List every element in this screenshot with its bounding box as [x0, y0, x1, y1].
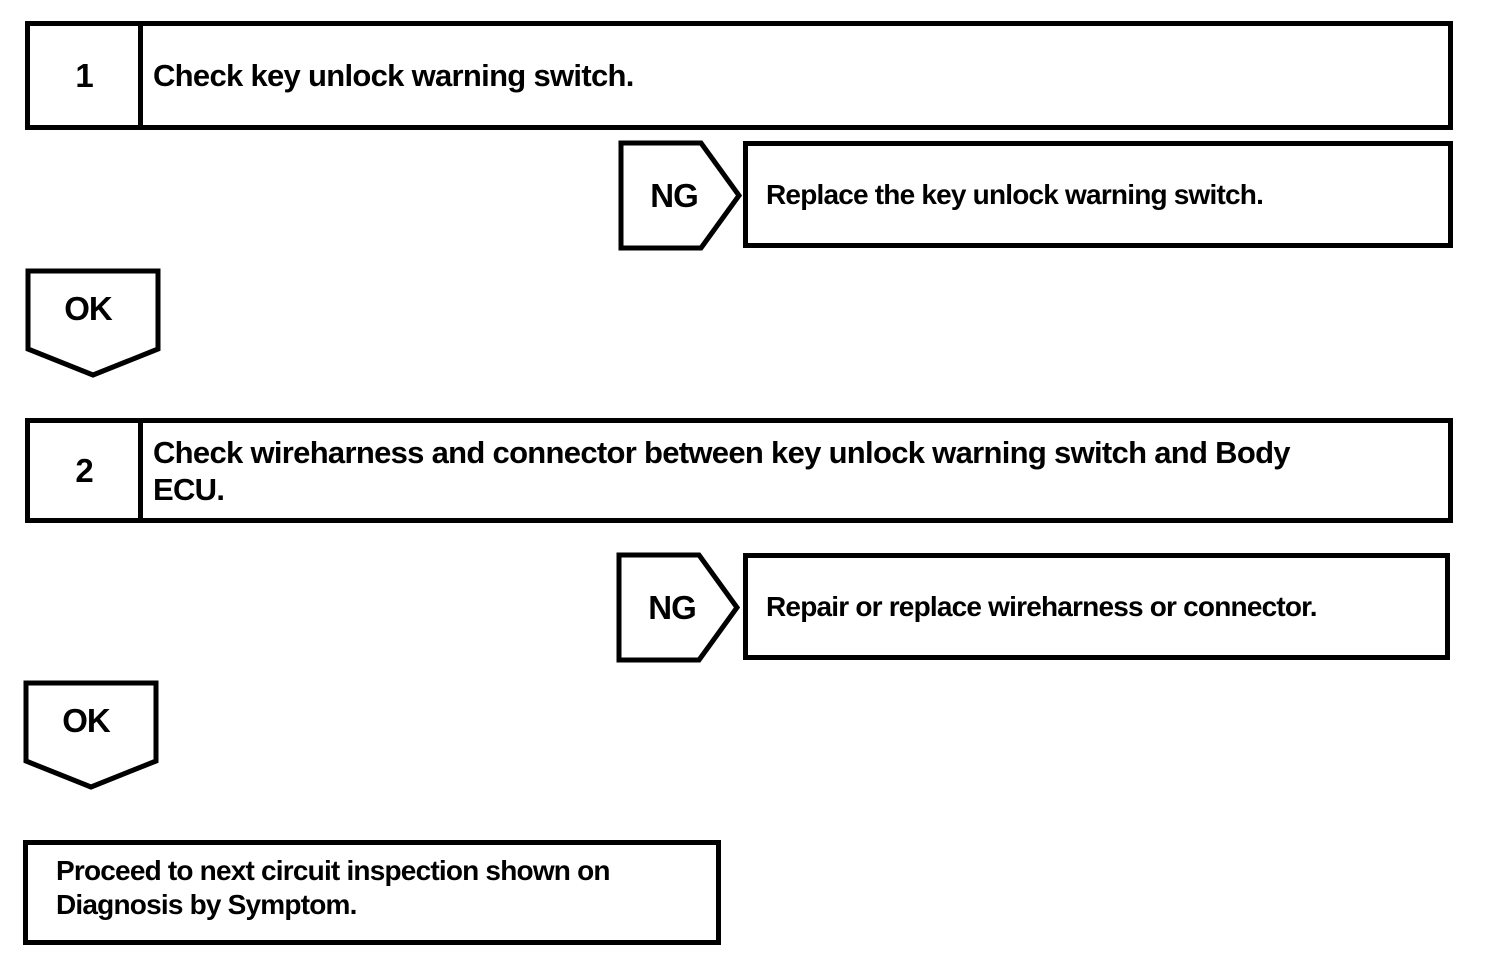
step-2-instruction-line-2: ECU. [153, 471, 225, 507]
step-1-box: 1 Check key unlock warning switch. [25, 21, 1453, 130]
ng-action-text-1: Replace the key unlock warning switch. [766, 178, 1264, 210]
final-action-line-2: Diagnosis by Symptom. [56, 889, 357, 920]
ng-label-2: NG [648, 589, 696, 626]
ng-arrow-shape [618, 140, 742, 251]
ng-label-1: NG [650, 177, 698, 214]
ng-arrow-1: NG [618, 140, 742, 251]
step-2-box: 2 Check wireharness and connector betwee… [25, 418, 1453, 523]
step-2-number: 2 [30, 423, 143, 518]
ok-label-2: OK [62, 702, 111, 739]
final-action-line-1: Proceed to next circuit inspection shown… [56, 855, 610, 886]
ok-pentagon-shape [23, 680, 159, 790]
ok-pentagon-shape [25, 268, 161, 378]
ng-arrow-2: NG [616, 552, 740, 663]
ng-action-box-1: Replace the key unlock warning switch. [743, 141, 1453, 248]
ok-connector-1: OK [25, 268, 161, 378]
step-1-number: 1 [30, 26, 143, 125]
ng-action-box-2: Repair or replace wireharness or connect… [743, 553, 1450, 660]
ng-action-text-2: Repair or replace wireharness or connect… [766, 590, 1318, 622]
final-action-box: Proceed to next circuit inspection shown… [23, 840, 721, 945]
step-1-instruction: Check key unlock warning switch. [143, 26, 1448, 125]
step-1-instruction-line: Check key unlock warning switch. [153, 58, 634, 93]
step-2-instruction: Check wireharness and connector between … [143, 423, 1448, 518]
ng-arrow-shape [616, 552, 740, 663]
ok-connector-2: OK [23, 680, 159, 790]
step-2-instruction-line-1: Check wireharness and connector between … [153, 434, 1291, 470]
ok-label-1: OK [64, 290, 113, 327]
